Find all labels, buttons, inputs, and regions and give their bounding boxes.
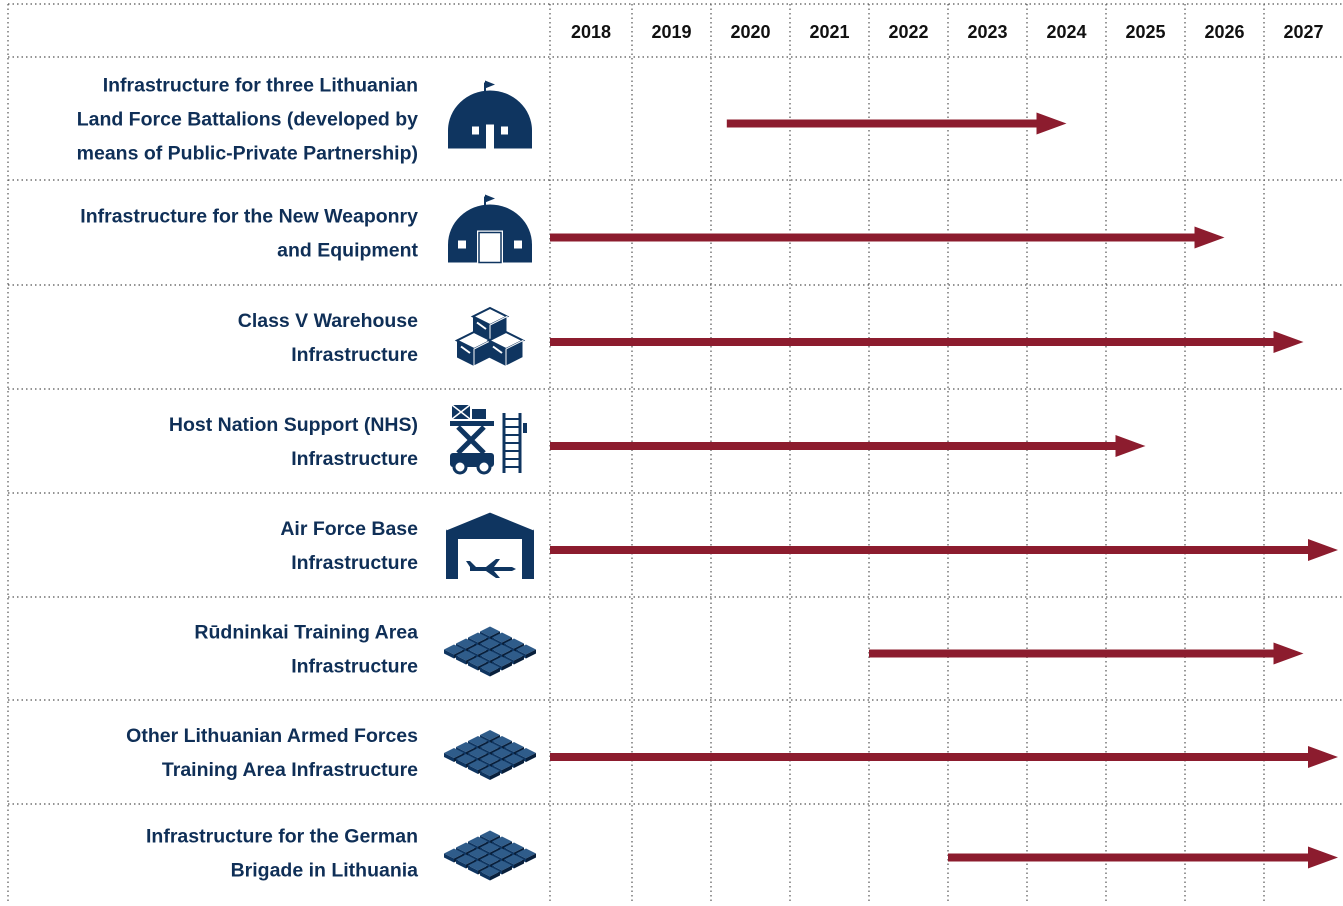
row-label: means of Public-Private Partnership) [77,143,418,165]
timeline-row: Infrastructure for three LithuanianLand … [77,75,1067,165]
year-tick-label: 2026 [1204,22,1244,42]
grid [7,3,1343,901]
timeline-row: Host Nation Support (NHS) Infrastructure [169,404,1146,475]
training-grid-icon [444,626,536,677]
year-tick-label: 2024 [1046,22,1086,42]
row-label: Infrastructure for three Lithuanian [103,75,418,97]
timeline-arrow-head [1308,746,1338,768]
row-label: Brigade in Lithuania [231,860,419,882]
year-tick-label: 2025 [1125,22,1165,42]
row-label: Infrastructure [291,344,418,366]
row-label: Other Lithuanian Armed Forces [126,725,418,747]
row-label: Infrastructure for the New Weaponry [80,206,418,228]
row-label: Training Area Infrastructure [162,759,418,781]
timeline-arrow-head [1308,539,1338,561]
training-grid-icon [444,830,536,881]
row-label: Infrastructure [291,448,418,470]
stacked-crates-icon [454,306,526,367]
timeline-arrow-head [1036,112,1067,135]
year-tick-label: 2020 [730,22,770,42]
row-label: Infrastructure for the German [146,826,418,848]
year-header: 2018 2019 2020 2021 2022 2023 2024 2025 2026 2027 [571,22,1324,42]
row-label: Infrastructure [291,552,418,574]
row-label: Air Force Base [280,518,418,540]
row-label: Host Nation Support (NHS) [169,414,418,436]
timeline-arrow-head [1115,435,1146,457]
timeline-arrow-head [1194,226,1225,249]
row-label: and Equipment [277,240,418,262]
timeline-arrow-head [1308,846,1338,869]
training-grid-icon [444,730,536,780]
row-label: Infrastructure [291,656,418,678]
row-label: Class V Warehouse [238,310,418,332]
timeline-row: Infrastructure for the New Weaponry and E… [80,194,1225,264]
row-label: Land Force Battalions (developed by [77,109,418,131]
scissor-lift-icon [450,404,527,475]
year-tick-label: 2022 [888,22,928,42]
quonset-hut-icon [448,80,532,149]
year-tick-label: 2023 [967,22,1007,42]
timeline-arrow-head [1273,642,1304,665]
year-tick-label: 2019 [651,22,691,42]
aircraft-hangar-icon [445,509,535,579]
timeline-arrow-head [1273,331,1304,353]
year-tick-label: 2021 [809,22,849,42]
year-tick-label: 2018 [571,22,611,42]
row-label: Rūdninkai Training Area [194,622,418,644]
quonset-depot-icon [448,194,532,264]
year-tick-label: 2027 [1283,22,1323,42]
